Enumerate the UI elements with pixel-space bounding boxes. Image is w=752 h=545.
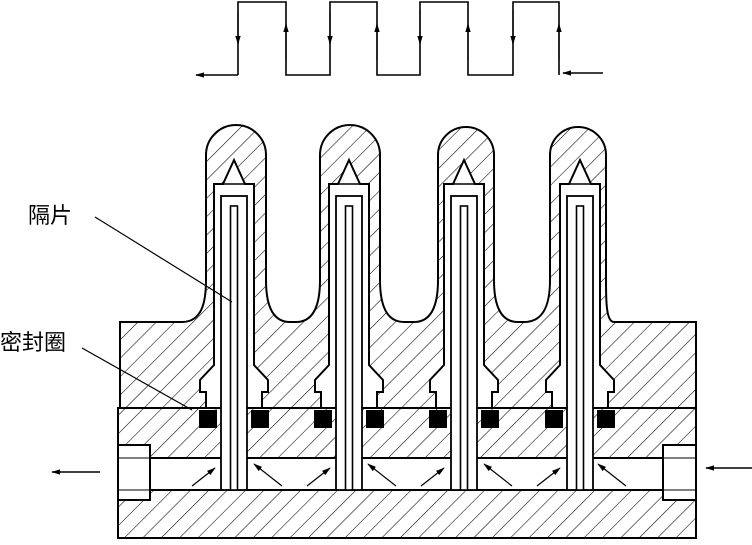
channel-flow-arrow: [367, 463, 397, 487]
seal-ring: [199, 410, 217, 428]
flow-path-diagram: [195, 1, 603, 78]
left-port: [117, 444, 151, 501]
seal-ring: [429, 410, 447, 428]
channel-flow-arrows: [191, 463, 627, 487]
partition-plate: [575, 205, 585, 491]
right-port: [662, 444, 697, 501]
channel-flow-arrow: [253, 463, 283, 487]
seal-ring: [366, 410, 384, 428]
seal-ring: [597, 410, 615, 428]
seal-ring-leader-line: [81, 347, 193, 411]
seal-ring: [314, 410, 332, 428]
channel-flow-arrow: [306, 467, 331, 487]
seal-ring: [481, 410, 499, 428]
flow-channel: [117, 457, 697, 491]
partition-label: 隔片: [28, 204, 73, 229]
partition-plate: [459, 205, 469, 491]
channel-flow-arrow: [420, 467, 445, 487]
tube-group: [199, 157, 615, 491]
finned-body: [119, 124, 697, 409]
channel-flow-arrow: [597, 463, 627, 487]
partition-leader-line: [94, 216, 233, 303]
seal-ring: [545, 410, 563, 428]
seal-ring-label: 密封圈: [0, 331, 67, 356]
partition-plate: [344, 205, 354, 491]
base-plate: [117, 489, 697, 539]
channel-flow-arrow: [536, 467, 561, 487]
partition-plate: [229, 205, 239, 491]
channel-flow-arrow: [483, 463, 513, 487]
channel-flow-arrow: [191, 467, 216, 487]
seal-ring: [251, 410, 269, 428]
